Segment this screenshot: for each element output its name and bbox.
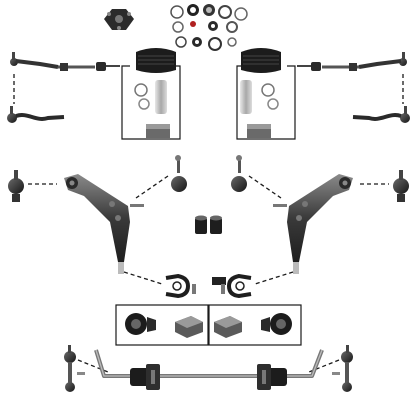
- bushing-kit-right: [208, 304, 302, 346]
- tie-rod-end-right: [352, 106, 410, 123]
- sway-bar: [94, 349, 324, 378]
- ball-joint-inner-right: [231, 155, 247, 192]
- control-arm-left: [64, 174, 144, 274]
- bushing-kit-left: [115, 304, 209, 346]
- tie-rod-end-left: [7, 106, 65, 123]
- sway-bar-link-right: [332, 345, 353, 392]
- steering-boot-kit-left: [121, 48, 181, 140]
- tie-rod-assembly-left: [10, 52, 120, 71]
- control-arm-bushing-bracket-right: [212, 273, 252, 299]
- connector-line: [308, 359, 340, 373]
- tie-rod-assembly-right: [297, 52, 407, 71]
- sway-bar-bushing-left: [130, 364, 160, 390]
- ball-joint-inner-left: [171, 155, 187, 192]
- connector-line: [248, 175, 282, 199]
- connector-line: [135, 175, 169, 199]
- ball-joint-outer-left: [8, 170, 24, 202]
- seal-kit: [170, 4, 248, 51]
- control-arm-right: [273, 174, 353, 274]
- sway-bar-bushing-right: [257, 364, 287, 390]
- flex-disc-coupling: [104, 9, 134, 30]
- ball-joint-outer-right: [393, 170, 409, 202]
- steering-boot-kit-right: [236, 48, 296, 140]
- connector-line: [254, 271, 294, 285]
- connector-line: [77, 359, 109, 373]
- bushing-pair-center: [195, 215, 222, 234]
- sway-bar-link-left: [64, 345, 85, 392]
- control-arm-bushing-bracket-left: [165, 273, 196, 299]
- connector-line: [123, 271, 163, 285]
